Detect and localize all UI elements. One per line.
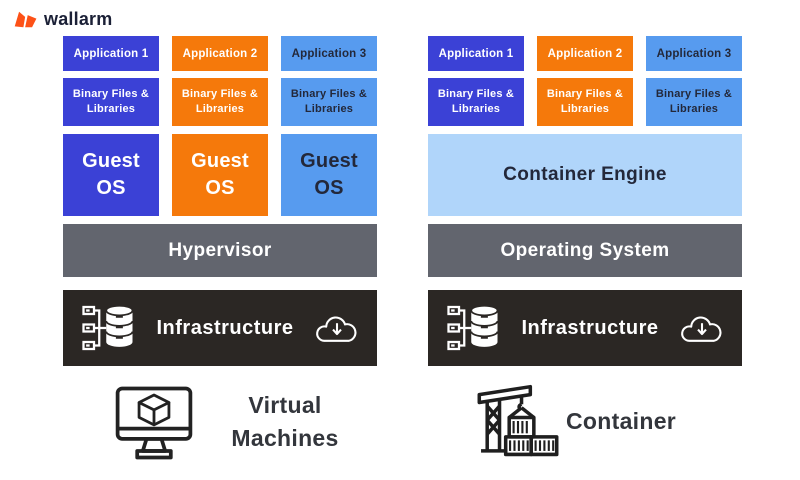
vm-stack: Application 1 Application 2 Application … <box>63 36 377 366</box>
vm-infrastructure-label: Infrastructure <box>156 316 294 339</box>
container-stack: Application 1 Application 2 Application … <box>428 36 742 366</box>
vm-application-2: Application 2 <box>172 36 268 71</box>
ct-infrastructure-bar: Infrastructure <box>428 290 742 366</box>
cloud-download-icon <box>316 316 357 342</box>
wallarm-flag-icon <box>14 11 37 28</box>
server-database-icon <box>82 304 134 351</box>
guest-os-1: Guest OS <box>63 134 159 216</box>
ct-binaries-row: Binary Files & Libraries Binary Files & … <box>428 78 742 126</box>
monitor-cube-icon <box>115 386 193 460</box>
vm-caption: Virtual Machines <box>231 392 339 451</box>
vm-binaries-2: Binary Files & Libraries <box>172 78 268 126</box>
ct-infrastructure-label: Infrastructure <box>521 316 659 339</box>
ct-binaries-1: Binary Files & Libraries <box>428 78 524 126</box>
container-caption: Container <box>566 408 677 434</box>
ct-binaries-3: Binary Files & Libraries <box>646 78 742 126</box>
server-database-icon <box>447 304 499 351</box>
vm-guest-os-row: Guest OS Guest OS Guest OS <box>63 134 377 216</box>
ct-application-1: Application 1 <box>428 36 524 71</box>
vm-binaries-row: Binary Files & Libraries Binary Files & … <box>63 78 377 126</box>
wallarm-logo: wallarm <box>13 8 112 31</box>
vm-application-1: Application 1 <box>63 36 159 71</box>
vm-application-3: Application 3 <box>281 36 377 71</box>
vm-binaries-1: Binary Files & Libraries <box>63 78 159 126</box>
cloud-download-icon <box>681 316 722 342</box>
vm-binaries-3: Binary Files & Libraries <box>281 78 377 126</box>
guest-os-3: Guest OS <box>281 134 377 216</box>
hypervisor-bar: Hypervisor <box>63 224 377 277</box>
logo-brand-text: wallarm <box>44 9 113 29</box>
crane-container-icon <box>477 384 559 457</box>
guest-os-2: Guest OS <box>172 134 268 216</box>
ct-application-3: Application 3 <box>646 36 742 71</box>
container-engine-bar: Container Engine <box>428 134 742 216</box>
ct-application-2: Application 2 <box>537 36 633 71</box>
vm-infrastructure-bar: Infrastructure <box>63 290 377 366</box>
vm-application-row: Application 1 Application 2 Application … <box>63 36 377 71</box>
ct-application-row: Application 1 Application 2 Application … <box>428 36 742 71</box>
operating-system-bar: Operating System <box>428 224 742 277</box>
ct-binaries-2: Binary Files & Libraries <box>537 78 633 126</box>
